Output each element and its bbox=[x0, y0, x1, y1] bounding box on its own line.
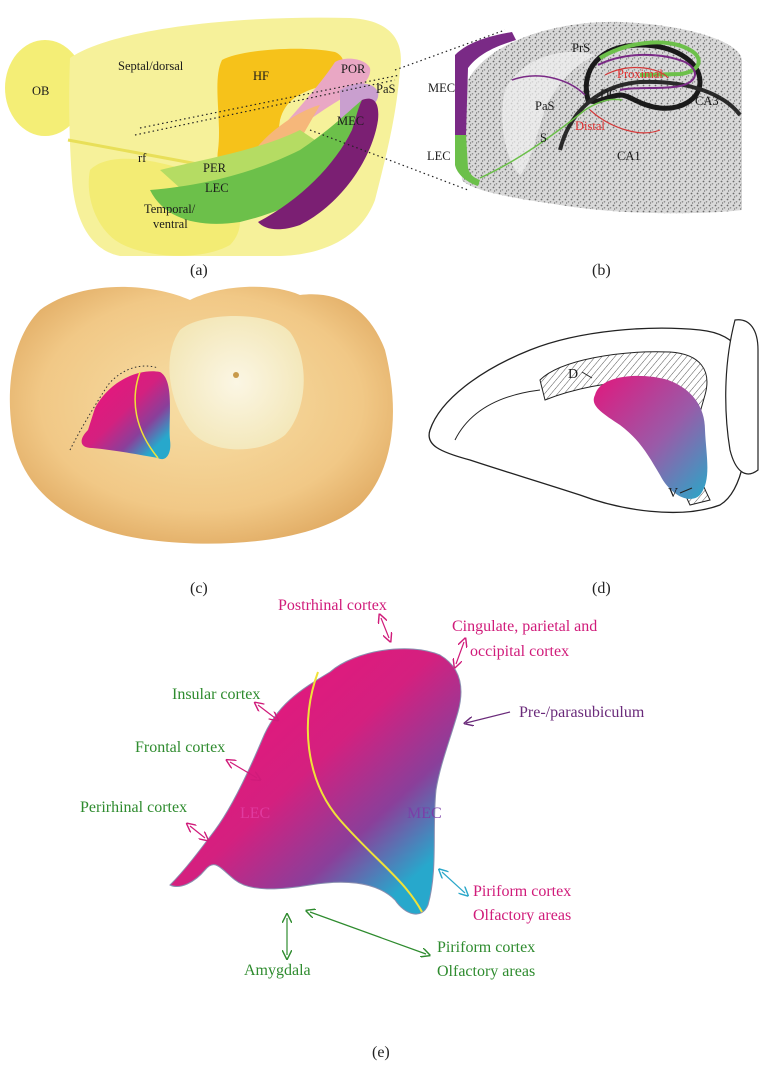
label-cingulate-1: Cingulate, parietal and bbox=[452, 618, 597, 635]
label-rf: rf bbox=[138, 151, 147, 165]
label-mec-b: MEC bbox=[428, 81, 455, 95]
arrow-piriform-bottom bbox=[310, 912, 426, 954]
label-frontal: Frontal cortex bbox=[135, 739, 225, 756]
label-cingulate-2: occipital cortex bbox=[470, 643, 569, 660]
label-v: V bbox=[668, 486, 678, 501]
label-temporal-2: ventral bbox=[153, 217, 188, 231]
label-prs: PrS bbox=[572, 41, 590, 55]
arrow-postrhinal bbox=[381, 618, 389, 638]
label-pas-b: PaS bbox=[535, 99, 555, 113]
label-lec-b: LEC bbox=[427, 149, 451, 163]
label-piriform-right-2: Olfactory areas bbox=[473, 907, 571, 924]
label-ob: OB bbox=[32, 84, 49, 98]
label-septal: Septal/dorsal bbox=[118, 59, 184, 73]
label-lec: LEC bbox=[205, 181, 229, 195]
label-amygdala: Amygdala bbox=[244, 962, 311, 979]
arrow-perirhinal bbox=[190, 826, 205, 838]
label-dg: DG bbox=[600, 87, 618, 101]
label-temporal-1: Temporal/ bbox=[144, 202, 196, 216]
label-per: PER bbox=[203, 161, 227, 175]
region-lec: LEC bbox=[240, 805, 270, 822]
panel-e-ec-connectivity: LEC MEC Postrhinal cortex Cingulate, par… bbox=[80, 597, 645, 980]
label-postrhinal: Postrhinal cortex bbox=[278, 597, 387, 614]
arrow-cingulate bbox=[456, 642, 464, 664]
label-perirhinal: Perirhinal cortex bbox=[80, 799, 187, 816]
panel-label-b: (b) bbox=[592, 262, 611, 279]
label-piriform-bottom-1: Piriform cortex bbox=[437, 939, 535, 956]
label-hf: HF bbox=[253, 69, 269, 83]
panel-d-brain-drawing: D V bbox=[429, 320, 758, 513]
arrow-piriform-right bbox=[442, 872, 465, 893]
label-pre-para: Pre-/parasubiculum bbox=[519, 704, 645, 721]
label-por: POR bbox=[341, 62, 366, 76]
label-proximal: Proximal bbox=[617, 67, 663, 81]
panel-b-hippocampal-section: PrS Proximal DG CA3 MEC PaS Distal S CA1… bbox=[427, 22, 742, 213]
label-d: D bbox=[568, 367, 578, 382]
label-piriform-bottom-2: Olfactory areas bbox=[437, 963, 535, 980]
label-distal: Distal bbox=[575, 119, 605, 133]
label-ca1: CA1 bbox=[617, 149, 641, 163]
panel-label-a: (a) bbox=[190, 262, 208, 279]
label-s: S bbox=[540, 131, 547, 145]
label-pas: PaS bbox=[376, 82, 396, 96]
panel-label-c: (c) bbox=[190, 580, 208, 597]
panel-c-brain-slab-photo bbox=[10, 287, 393, 544]
panel-label-d: (d) bbox=[592, 580, 611, 597]
label-piriform-right-1: Piriform cortex bbox=[473, 883, 571, 900]
central-canal bbox=[233, 372, 239, 378]
label-ca3: CA3 bbox=[695, 94, 719, 108]
arrow-insular bbox=[258, 705, 275, 718]
panel-a-brain-diagram: OB Septal/dorsal HF POR PaS MEC rf PER L… bbox=[5, 18, 505, 256]
panel-label-e: (e) bbox=[372, 1044, 390, 1061]
label-insular: Insular cortex bbox=[172, 686, 260, 703]
region-mec: MEC bbox=[407, 805, 442, 822]
cerebellum-d bbox=[726, 320, 758, 474]
arrow-pre-para bbox=[466, 712, 510, 723]
label-mec: MEC bbox=[337, 114, 364, 128]
